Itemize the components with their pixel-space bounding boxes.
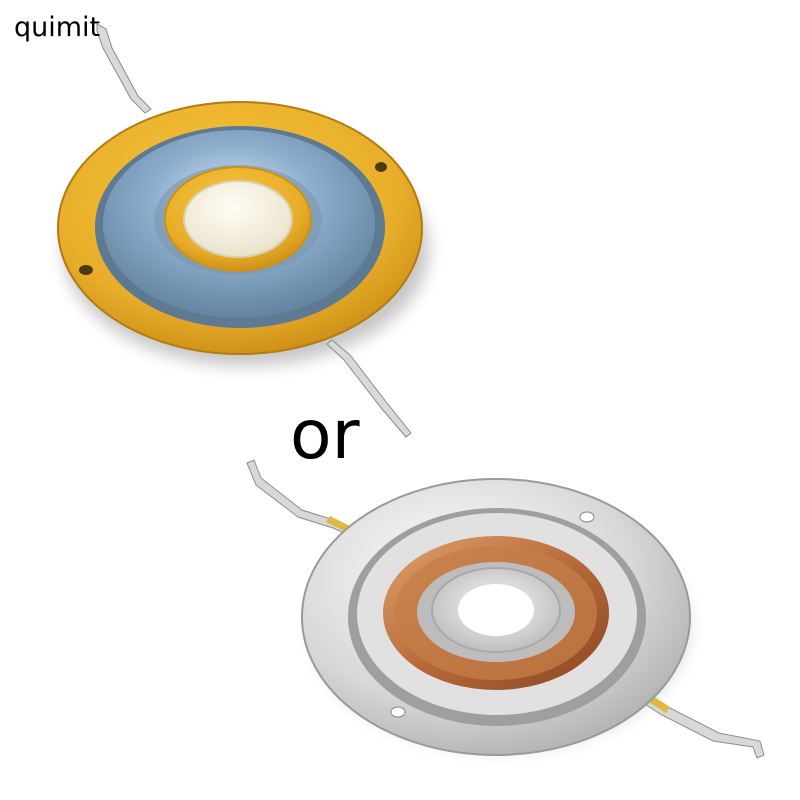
silver-diaphragm — [246, 459, 765, 759]
or-separator: or — [290, 396, 360, 475]
brand-watermark: quimit — [14, 12, 101, 43]
yellow-diaphragm — [57, 23, 429, 438]
